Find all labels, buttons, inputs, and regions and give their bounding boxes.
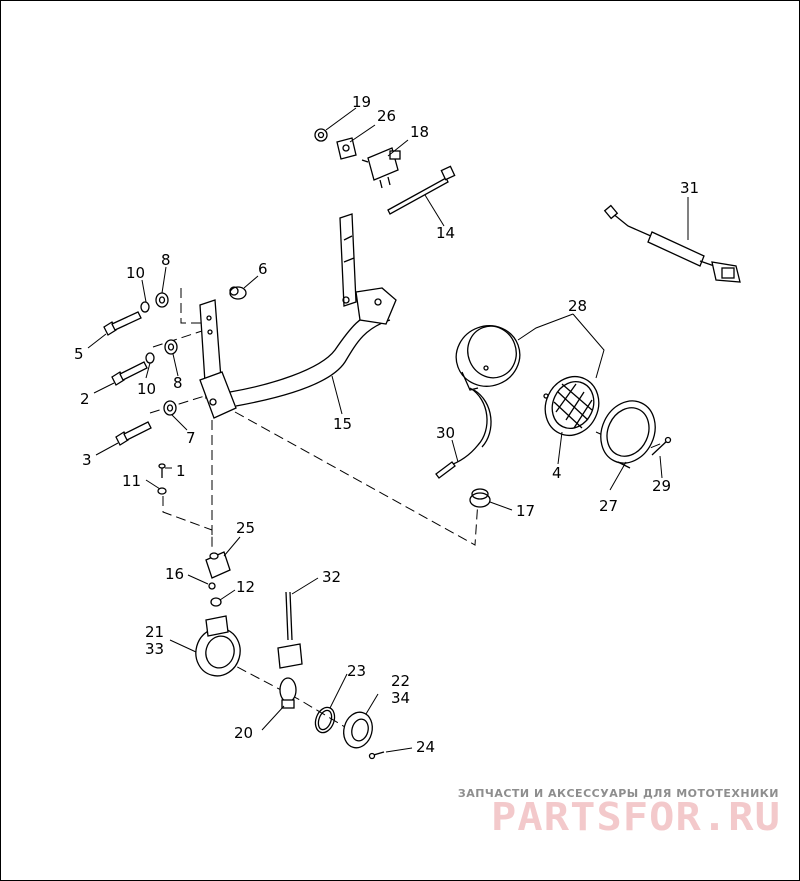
watermark: ЗАПЧАСТИ И АКСЕССУАРЫ ДЛЯ МОТОТЕХНИКИ PA… bbox=[458, 787, 781, 839]
label-23: 23 bbox=[347, 662, 366, 680]
label-18: 18 bbox=[410, 123, 429, 141]
part-15-mounting-bar bbox=[199, 213, 397, 419]
part-4-lamp-lens bbox=[543, 376, 600, 436]
part-29-screw bbox=[651, 436, 672, 456]
label-30: 30 bbox=[436, 424, 455, 442]
watermark-tagline: ЗАПЧАСТИ И АКСЕССУАРЫ ДЛЯ МОТОТЕХНИКИ bbox=[458, 787, 779, 800]
leader-lines bbox=[87, 107, 689, 753]
part-10-lockwasher-lower bbox=[145, 352, 155, 364]
label-5: 5 bbox=[74, 345, 84, 363]
part-30-lamp-wire bbox=[435, 387, 492, 479]
label-16: 16 bbox=[165, 565, 184, 583]
label-20: 20 bbox=[234, 724, 253, 742]
part-20-bulb bbox=[279, 677, 297, 709]
label-11: 11 bbox=[122, 472, 141, 490]
label-4: 4 bbox=[552, 464, 562, 482]
label-15: 15 bbox=[333, 415, 352, 433]
part-5-bolt bbox=[103, 311, 142, 336]
part-32-socket bbox=[277, 591, 303, 669]
label-31: 31 bbox=[680, 179, 699, 197]
part-25-clamp bbox=[205, 551, 231, 579]
part-22-34-lens bbox=[343, 711, 373, 749]
label-26: 26 bbox=[377, 107, 396, 125]
callout-labels: 19 26 18 14 31 10 8 6 5 2 10 8 3 7 15 28… bbox=[74, 93, 699, 756]
label-33: 33 bbox=[145, 640, 164, 658]
part-11-washer bbox=[157, 487, 167, 495]
label-8b: 8 bbox=[173, 374, 183, 392]
label-27: 27 bbox=[599, 497, 618, 515]
label-10a: 10 bbox=[126, 264, 145, 282]
part-2-bolt bbox=[111, 361, 148, 386]
label-10b: 10 bbox=[137, 380, 156, 398]
label-8a: 8 bbox=[161, 251, 171, 269]
label-14: 14 bbox=[436, 224, 455, 242]
part-8-washer-upper bbox=[155, 292, 169, 308]
part-8-washer-lower bbox=[164, 339, 178, 355]
part-26-plate bbox=[336, 137, 357, 160]
part-28-lamp-housing bbox=[455, 325, 521, 391]
part-1-screw bbox=[158, 463, 166, 478]
part-16-nut bbox=[208, 582, 216, 590]
part-24-screw bbox=[368, 751, 385, 760]
part-21-33-lamp-mount bbox=[195, 615, 241, 677]
part-7-washer bbox=[163, 400, 177, 416]
part-23-gasket bbox=[314, 706, 336, 734]
label-34: 34 bbox=[391, 689, 410, 707]
part-18-switch bbox=[361, 147, 401, 189]
part-12-washer bbox=[210, 597, 222, 607]
part-19-nut bbox=[314, 128, 328, 142]
label-19: 19 bbox=[352, 93, 371, 111]
label-21: 21 bbox=[145, 623, 164, 641]
watermark-logo: PARTSFOR.RU bbox=[491, 795, 781, 839]
label-25: 25 bbox=[236, 519, 255, 537]
part-27-trim-ring bbox=[600, 400, 656, 469]
label-28: 28 bbox=[568, 297, 587, 315]
label-24: 24 bbox=[416, 738, 435, 756]
part-10-lockwasher-upper bbox=[140, 301, 150, 313]
label-2: 2 bbox=[80, 390, 90, 408]
part-31-wiring-harness bbox=[603, 204, 741, 283]
label-32: 32 bbox=[322, 568, 341, 586]
part-3-bolt bbox=[115, 421, 152, 446]
part-6-spacer bbox=[229, 286, 247, 300]
assembly-lines bbox=[149, 288, 666, 731]
label-29: 29 bbox=[652, 477, 671, 495]
label-7: 7 bbox=[186, 429, 196, 447]
part-14-cable-tie bbox=[387, 165, 456, 215]
label-17: 17 bbox=[516, 502, 535, 520]
label-22: 22 bbox=[391, 672, 410, 690]
label-6: 6 bbox=[258, 260, 268, 278]
label-1: 1 bbox=[176, 462, 186, 480]
label-12: 12 bbox=[236, 578, 255, 596]
part-17-grommet bbox=[469, 488, 491, 508]
label-3: 3 bbox=[82, 451, 92, 469]
